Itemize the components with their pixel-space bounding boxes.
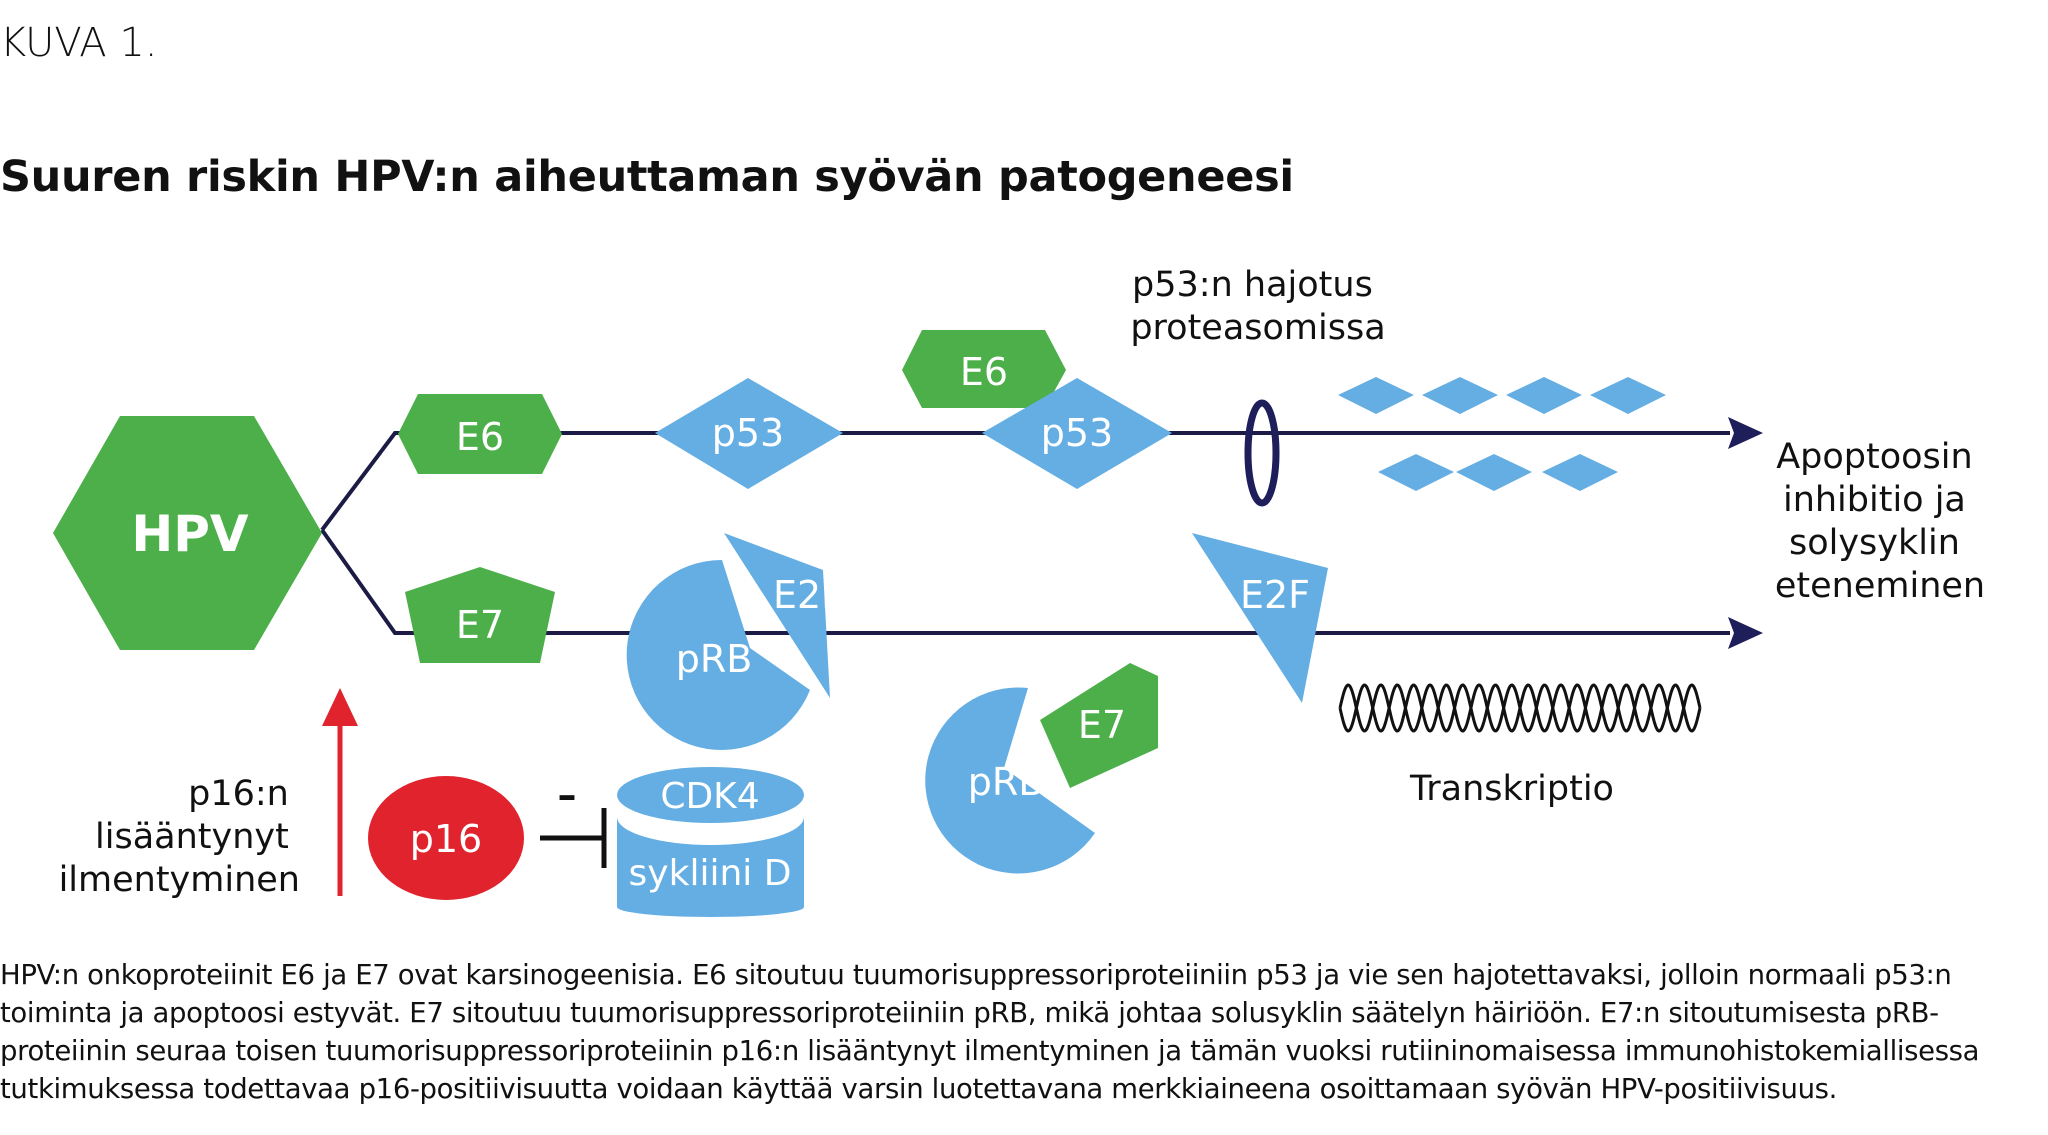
cdk4-cyclin-d-complex: CDK4 sykliini D [617,767,804,917]
p53-diamond [655,378,843,489]
e7-node: E7 [405,567,555,663]
free-e2f-node: E2F [1192,533,1328,703]
e7-label: E7 [456,603,504,647]
cyclin-d-label: sykliini D [629,853,792,894]
degraded-p53-fragments [1338,377,1666,491]
bound-p53-diamond [982,378,1172,489]
prb-e7-prb-label: pRB [968,760,1045,804]
hpv-hexagon [53,416,322,650]
proteasome-ring [1244,399,1280,507]
bound-e6-shape [902,330,1066,408]
fragment-diamond [1378,454,1454,491]
fragment-diamond [1456,454,1532,491]
free-e2f-label: E2F [1240,573,1310,617]
cdk4-disc [617,767,804,823]
bound-e7-label: E7 [1078,703,1126,747]
transcription-label: Transkriptio [1409,769,1614,809]
e6-label: E6 [456,415,504,459]
bound-p53-label: p53 [1041,411,1113,455]
red-arrowhead [322,688,358,726]
prb-e2f-complex: pRB E2F [626,533,843,750]
p53-node: p53 [655,378,843,489]
p16-circle [368,776,524,900]
fragment-diamond [1338,377,1414,414]
e2f-label: E2F [773,573,843,617]
figure-title: Suuren riskin HPV:n aiheuttaman syövän p… [0,152,1294,202]
e2f-wedge [724,533,830,698]
prb-label: pRB [676,637,753,681]
hpv-label: HPV [131,505,248,563]
free-e2f-wedge [1192,533,1328,703]
lower-arrowhead [1728,617,1763,649]
upper-pathway-line [320,431,1730,532]
upper-arrowhead [1728,417,1763,449]
cyclin-d-bottom [617,897,804,917]
outcome-label: Apoptoosin inhibitio ja solysyklin etene… [1775,437,1985,606]
caption-text: HPV:n onkoproteiinit E6 ja E7 ovat karsi… [0,959,1980,1105]
prb-e7-pacman [925,687,1095,874]
p16-expression-label: p16:n lisääntynyt ilmentyminen [59,774,300,900]
bound-e6-label: E6 [960,350,1008,394]
figure-label: KUVA 1. [0,20,158,66]
inhibit-dash: – [558,773,577,817]
fragment-diamond [1506,377,1582,414]
dna-strand [1338,683,1702,733]
prb-e7-complex: pRB E7 [925,663,1158,874]
e7-shape [405,567,555,663]
e6-node: E6 [398,394,562,474]
inhibition-symbol: – [540,773,607,868]
e6-p53-complex: E6 p53 [902,330,1172,489]
e6-shape [398,394,562,474]
cdk4-label: CDK4 [660,776,759,817]
pathogenesis-diagram: HPV E6 E7 p53 E6 p53 p53:n hajotus prote… [53,265,1985,917]
fragment-diamond [1542,454,1618,491]
hpv-node: HPV [53,416,322,650]
dna-helix [1338,683,1702,733]
fragment-diamond [1590,377,1666,414]
p16-label: p16 [410,817,482,861]
degradation-label: p53:n hajotus proteasomissa [1130,265,1385,348]
p53-label: p53 [712,411,784,455]
bound-e7-shape [1040,663,1158,788]
p16-node: p16 [368,776,524,900]
fragment-diamond [1422,377,1498,414]
p16-upregulation-arrow [322,688,358,896]
figure-caption: HPV:n onkoproteiinit E6 ja E7 ovat karsi… [0,956,2044,1108]
prb-pacman [626,559,810,750]
